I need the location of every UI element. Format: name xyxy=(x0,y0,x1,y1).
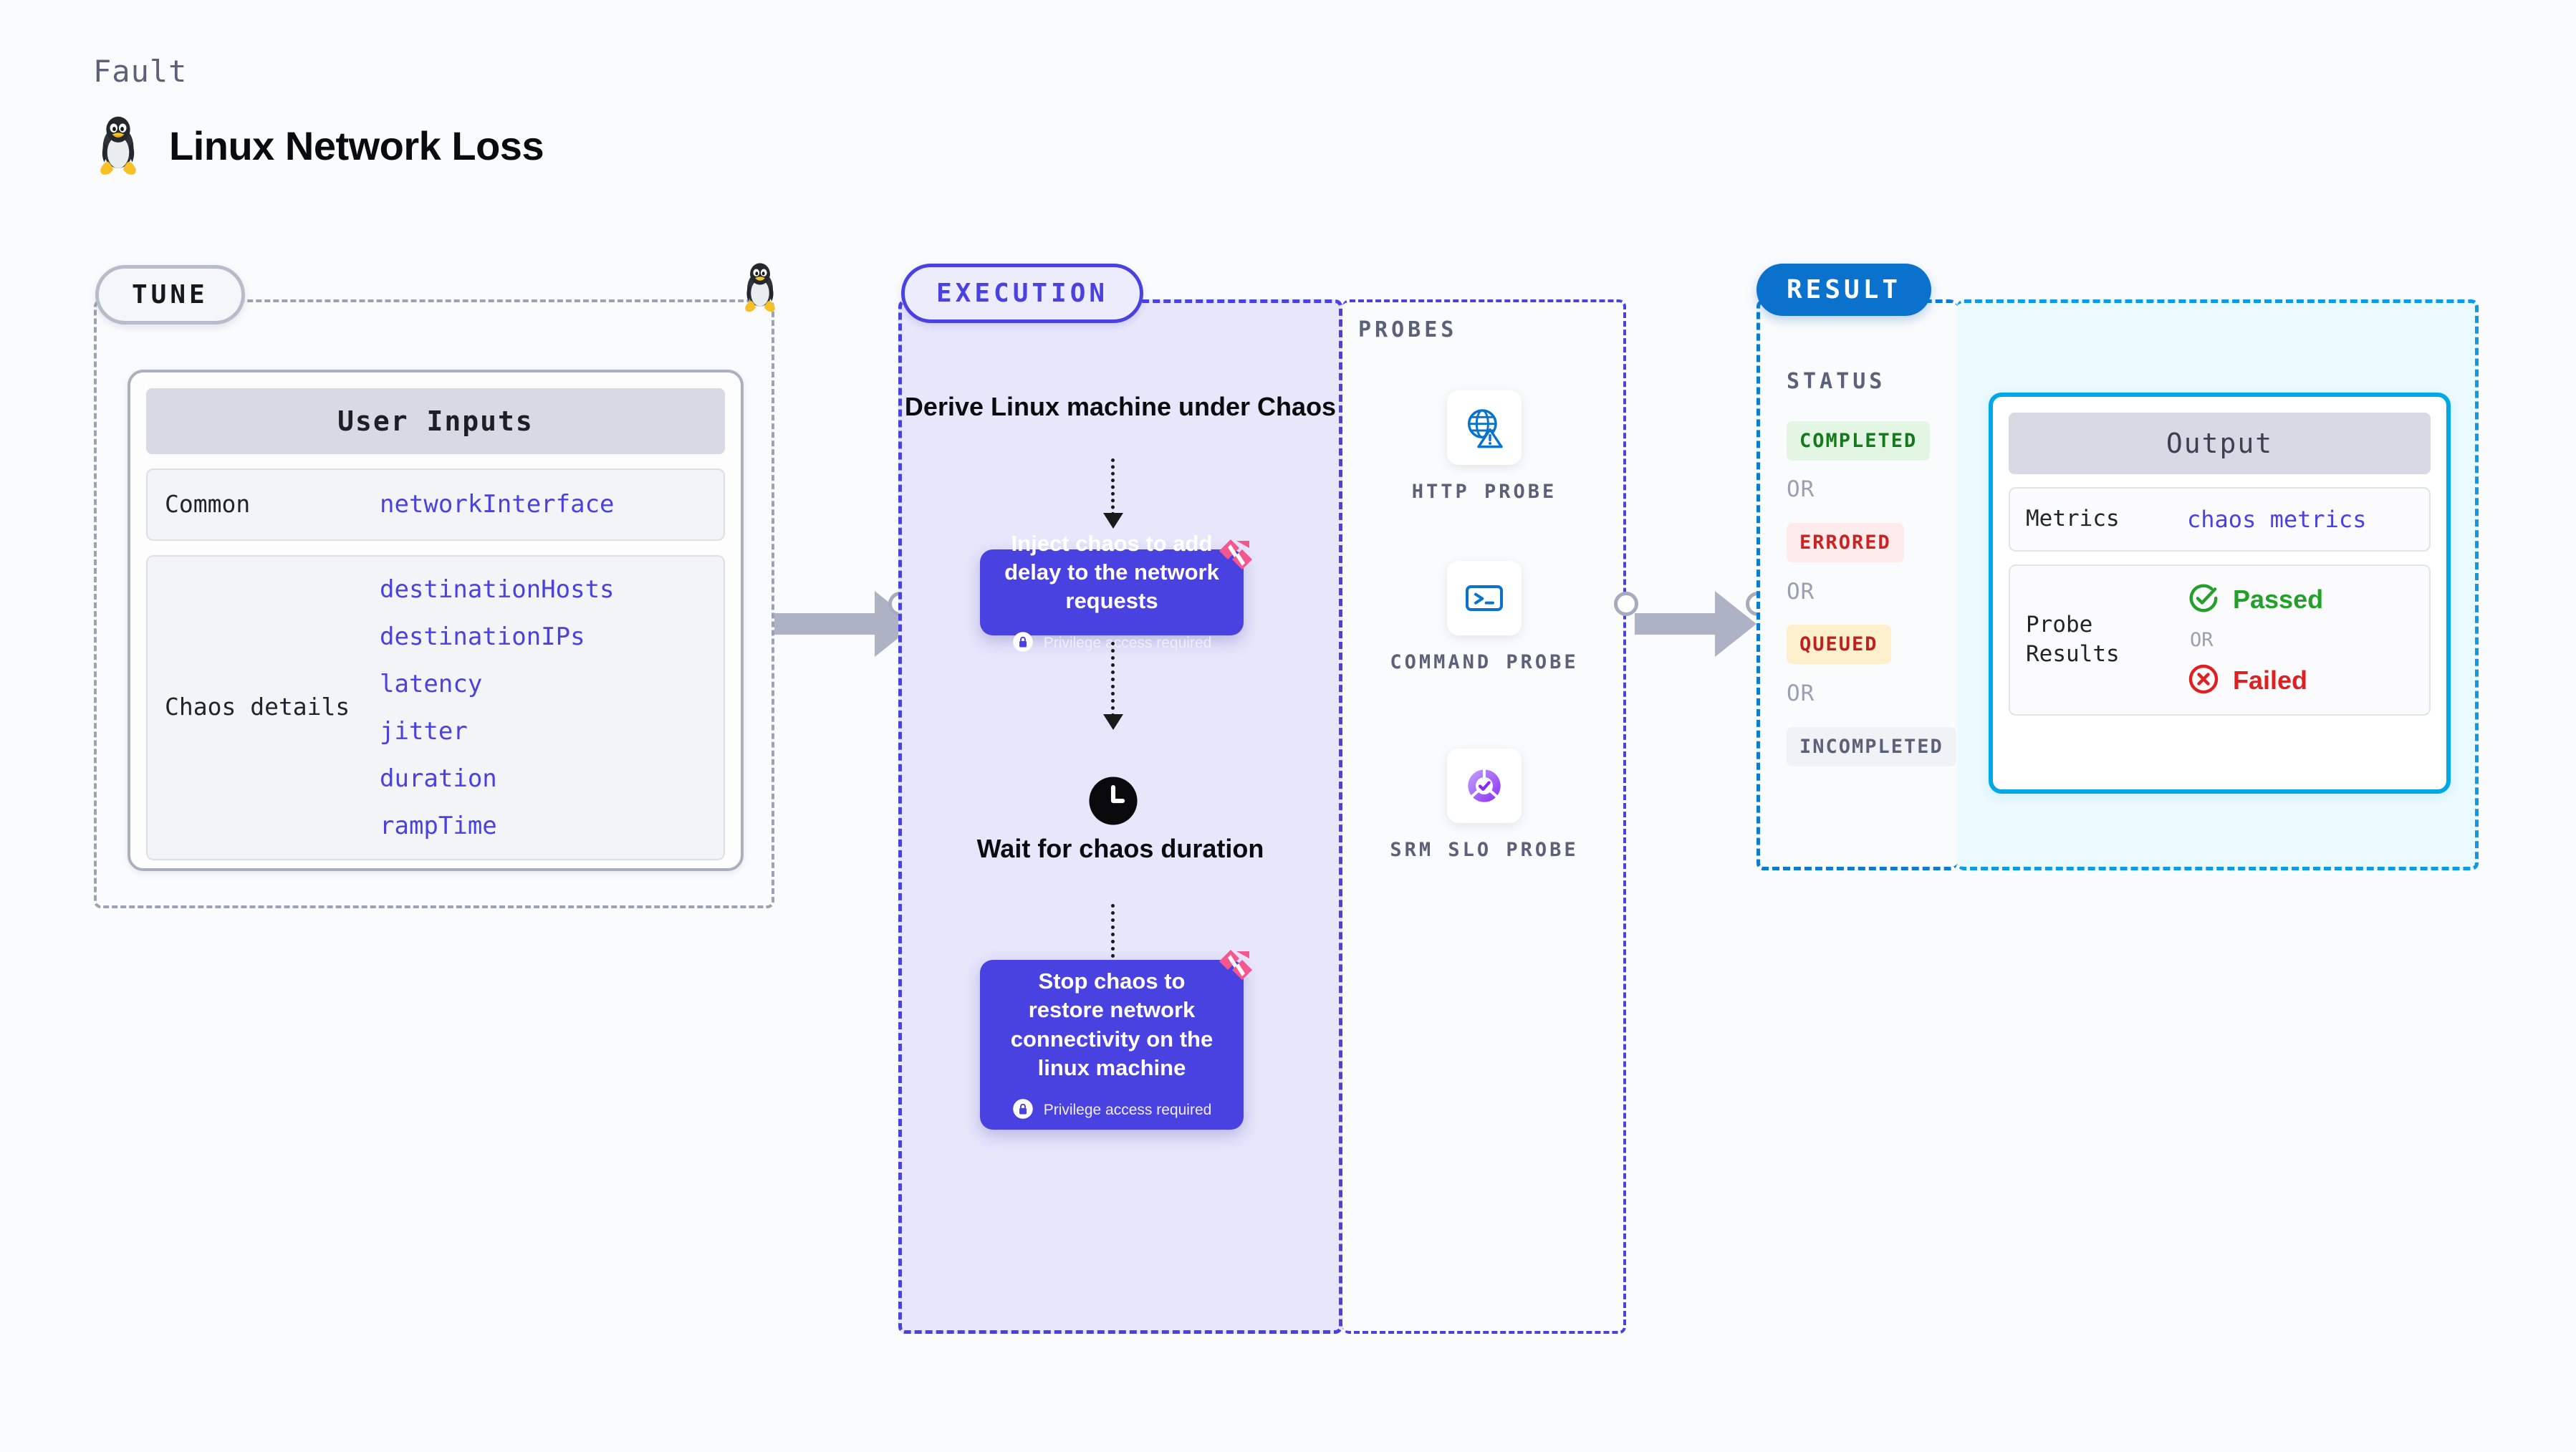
user-inputs-card: User Inputs Common networkInterface Chao… xyxy=(128,370,744,871)
privilege-note-text: Privilege access required xyxy=(1043,635,1212,652)
privilege-note-text: Privilege access required xyxy=(1043,1102,1212,1119)
linux-penguin-icon xyxy=(739,261,781,313)
flow-arrowhead xyxy=(1103,513,1123,529)
terminal-prompt-icon xyxy=(1447,561,1522,635)
flow-connector xyxy=(1111,642,1115,717)
input-param: latency xyxy=(380,669,483,698)
flow-connector xyxy=(1111,458,1115,516)
probe-label: COMMAND PROBE xyxy=(1390,651,1579,673)
input-group-common: Common networkInterface xyxy=(146,468,725,541)
x-circle-icon xyxy=(2187,663,2220,698)
output-metrics-label: Metrics xyxy=(2026,506,2120,532)
input-param: rampTime xyxy=(380,811,497,840)
tune-pill-label: TUNE xyxy=(95,265,245,324)
harness-logo-icon xyxy=(1215,946,1255,986)
output-title: Output xyxy=(2009,413,2431,474)
input-group-chaos-details: Chaos details destinationHosts destinati… xyxy=(146,554,725,860)
chaos-step-text: Inject chaos to add delay to the network… xyxy=(1004,530,1219,614)
status-or: OR xyxy=(1787,579,1815,605)
chaos-step-card-inject[interactable]: Inject chaos to add delay to the network… xyxy=(980,531,1252,653)
output-metrics-value: chaos metrics xyxy=(2187,505,2367,533)
probe-label: SRM SLO PROBE xyxy=(1390,839,1579,861)
input-param: destinationHosts xyxy=(380,574,615,604)
input-group-label: Common xyxy=(165,490,251,518)
connector-execution-to-result xyxy=(1635,591,1756,657)
probe-item-srm-slo[interactable]: SRM SLO PROBE xyxy=(1342,749,1626,863)
harness-logo-icon xyxy=(1215,535,1255,575)
input-group-label: Chaos details xyxy=(165,693,350,721)
chaos-step-text: Stop chaos to restore network connectivi… xyxy=(1010,968,1213,1080)
fault-kicker: Fault xyxy=(93,54,188,89)
execution-step-title: Derive Linux machine under Chaos xyxy=(904,392,1337,421)
privilege-note: Privilege access required xyxy=(1012,631,1212,655)
lock-icon xyxy=(1012,1098,1034,1122)
status-badge-queued: QUEUED xyxy=(1787,625,1891,664)
page-title-row: Linux Network Loss xyxy=(93,115,544,176)
status-section-label: STATUS xyxy=(1787,369,1886,394)
linux-penguin-icon xyxy=(93,115,143,176)
probe-result-failed: Failed xyxy=(2187,663,2323,698)
tune-section xyxy=(94,299,774,908)
probe-item-http[interactable]: HTTP PROBE xyxy=(1342,390,1626,505)
probe-label: HTTP PROBE xyxy=(1411,481,1557,503)
output-probe-results-label: Probe Results xyxy=(2026,611,2120,668)
status-or: OR xyxy=(1787,476,1815,502)
check-circle-icon xyxy=(2187,582,2220,617)
execution-step-title: Wait for chaos duration xyxy=(976,834,1264,863)
probe-item-command[interactable]: COMMAND PROBE xyxy=(1342,561,1626,675)
connector-node xyxy=(1614,592,1638,616)
input-group-values: destinationHosts destinationIPs latency … xyxy=(380,575,615,840)
status-or: OR xyxy=(1787,681,1815,706)
input-group-values: networkInterface xyxy=(380,490,615,519)
privilege-note: Privilege access required xyxy=(1012,1098,1212,1122)
output-probe-results-values: Passed OR Failed xyxy=(2187,582,2323,698)
output-group-probe-results: Probe Results Passed OR xyxy=(2009,564,2431,716)
flow-arrowhead xyxy=(1103,714,1123,730)
input-param: destinationIPs xyxy=(380,622,585,651)
probes-section-label: PROBES xyxy=(1358,317,1458,342)
input-param: duration xyxy=(380,764,497,793)
status-badge-incompleted: INCOMPLETED xyxy=(1787,727,1956,766)
status-badge-completed: COMPLETED xyxy=(1787,421,1931,461)
probe-result-or: OR xyxy=(2190,628,2214,651)
chaos-step-card-stop[interactable]: Stop chaos to restore network connectivi… xyxy=(980,950,1252,1130)
probe-result-failed-label: Failed xyxy=(2233,665,2308,695)
slo-gauge-check-icon xyxy=(1447,749,1522,823)
page-title: Linux Network Loss xyxy=(169,122,544,168)
execution-pill-label: EXECUTION xyxy=(901,264,1144,323)
probe-result-passed: Passed xyxy=(2187,582,2323,617)
output-card: Output Metrics chaos metrics Probe Resul… xyxy=(1989,393,2451,794)
status-badge-errored: ERRORED xyxy=(1787,523,1904,562)
probe-result-passed-label: Passed xyxy=(2233,584,2324,614)
flow-connector xyxy=(1111,904,1115,979)
result-status-section xyxy=(1756,299,1957,870)
lock-icon xyxy=(1012,631,1034,655)
globe-warning-icon xyxy=(1447,390,1522,465)
output-metrics-values: chaos metrics xyxy=(2187,506,2366,533)
input-param: networkInterface xyxy=(380,490,615,519)
user-inputs-title: User Inputs xyxy=(146,388,725,454)
output-group-metrics: Metrics chaos metrics xyxy=(2009,487,2431,552)
input-param: jitter xyxy=(380,716,468,746)
result-pill-label: RESULT xyxy=(1756,264,1932,316)
